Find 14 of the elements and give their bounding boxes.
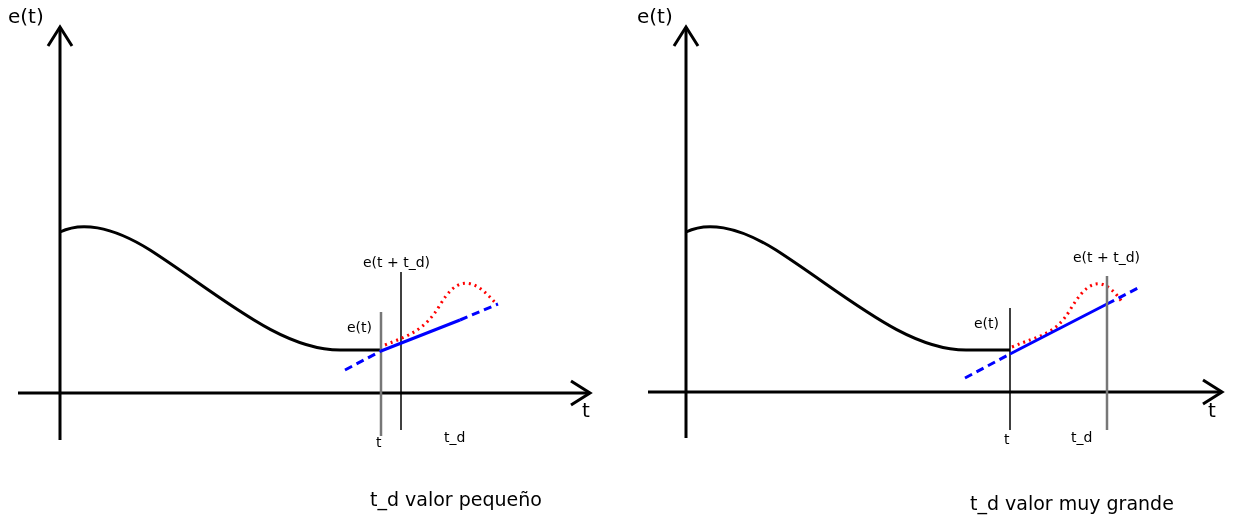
axis-label: e(t)	[637, 6, 673, 26]
tick-label: t	[1004, 432, 1010, 446]
axis-label: t	[1208, 400, 1216, 420]
curve-label: e(t)	[974, 316, 1000, 330]
curve-label: e(t + t_d)	[363, 255, 431, 269]
tick-label: t	[376, 435, 382, 449]
caption: t_d valor muy grande	[970, 494, 1174, 513]
tick-label: t_d	[1071, 430, 1093, 444]
caption: t_d valor pequeño	[370, 490, 542, 509]
curve-label: e(t + t_d)	[1073, 250, 1141, 264]
axis-label: e(t)	[8, 6, 44, 26]
curve-label: e(t)	[347, 320, 373, 334]
tick-label: t_d	[444, 430, 466, 444]
axis-label: t	[582, 400, 590, 420]
